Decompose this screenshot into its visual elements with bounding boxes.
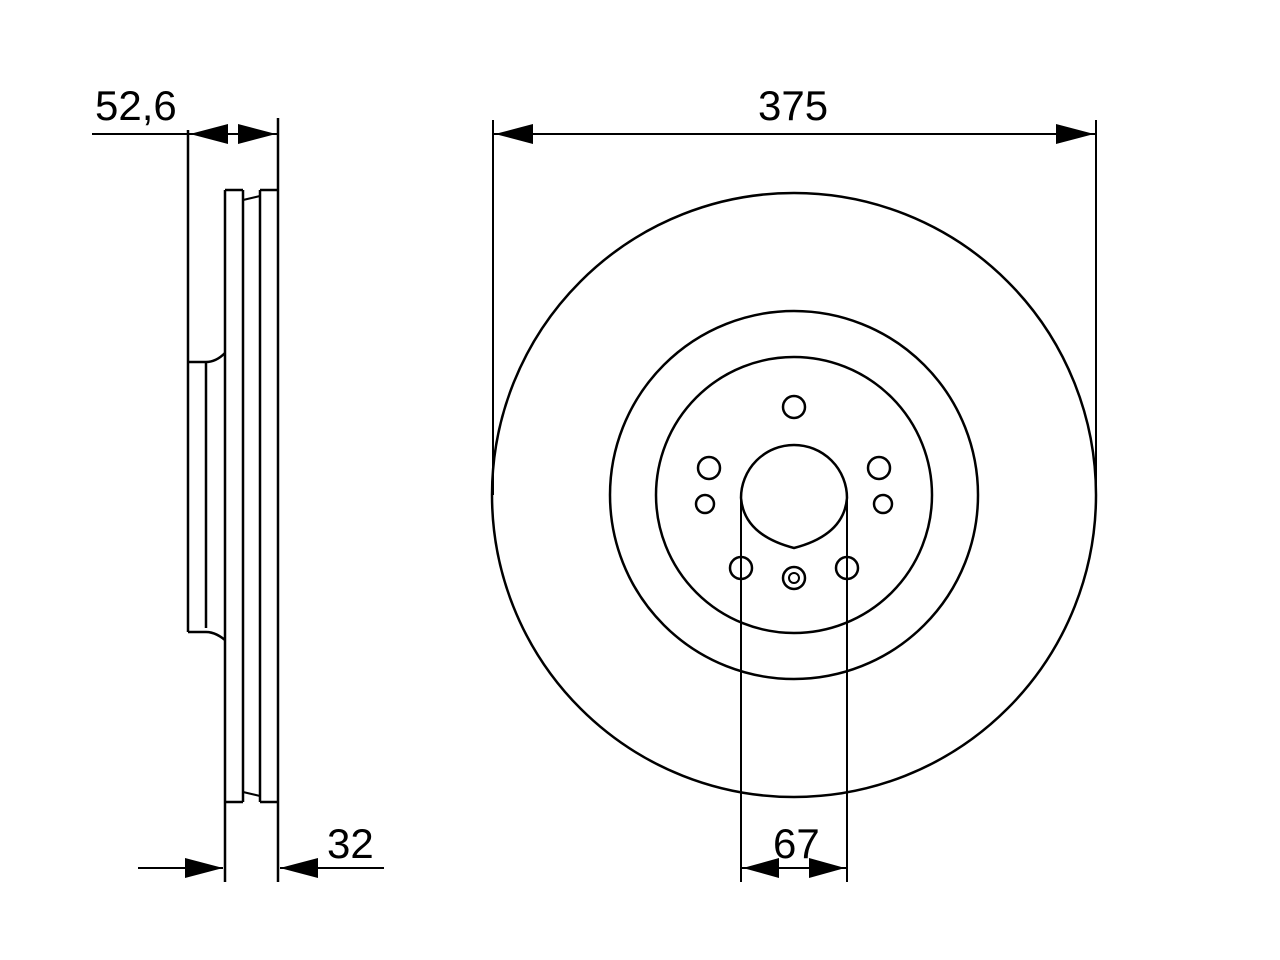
bolt-hole	[866, 455, 892, 481]
friction-ring-inner-edge	[608, 309, 980, 681]
disc-ring-profile	[223, 118, 280, 882]
set-screw-thread	[788, 572, 800, 584]
set-screw-hole	[781, 565, 807, 591]
disc-outer-edge	[490, 191, 1098, 799]
hub-height-label: 52,6	[95, 82, 177, 129]
front-view: 375 67	[490, 82, 1098, 882]
bolt-hole	[781, 394, 807, 420]
disc-thickness-label: 32	[327, 820, 374, 867]
locating-hole	[694, 493, 716, 515]
dimension-outer-diameter: 375	[492, 82, 1097, 495]
bolt-hole	[696, 455, 722, 481]
center-bore-label: 67	[773, 820, 820, 867]
hub-outer-edge	[654, 355, 934, 635]
locating-hole	[872, 493, 894, 515]
outer-diameter-label: 375	[758, 82, 828, 129]
dimension-hub-height: 52,6	[92, 82, 278, 144]
hub-profile	[186, 130, 226, 641]
dimension-center-bore: 67	[740, 498, 848, 882]
bolt-holes	[694, 394, 894, 591]
side-view: 52,6 32	[92, 82, 384, 882]
center-bore	[739, 443, 849, 499]
dimension-disc-thickness: 32	[138, 820, 384, 878]
